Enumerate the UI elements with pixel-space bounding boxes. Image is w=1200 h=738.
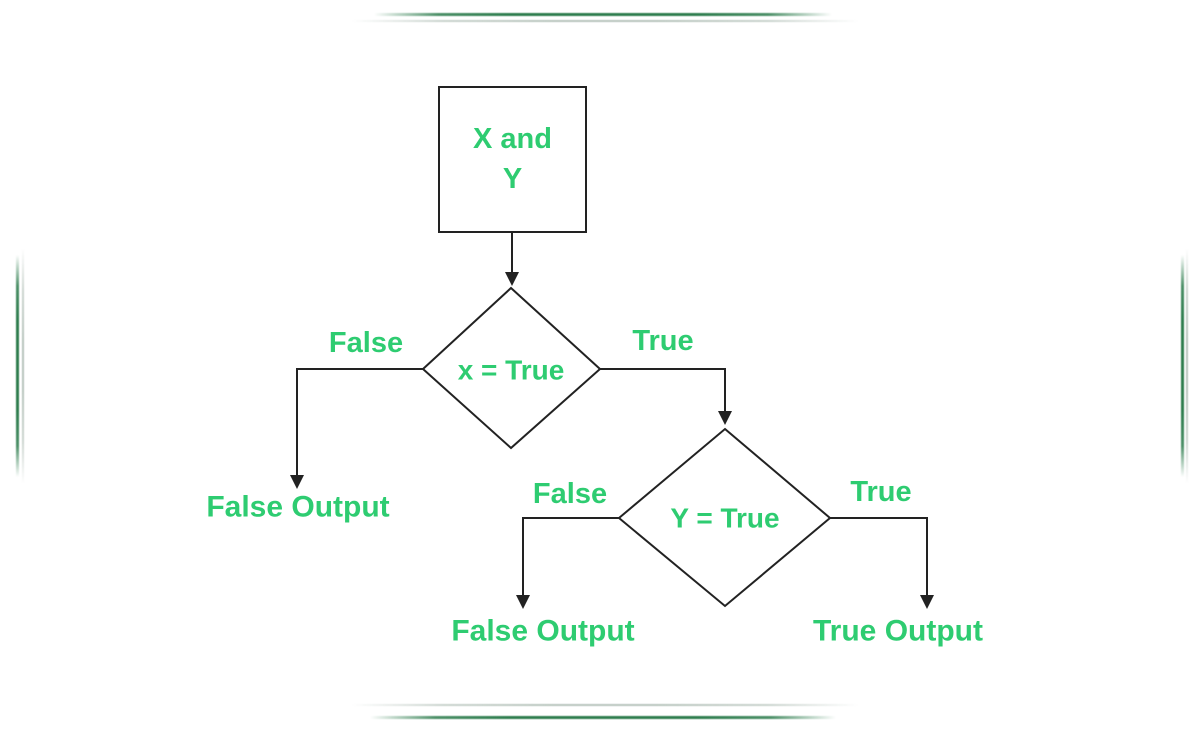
decision2-true-branch-line [830, 517, 928, 595]
decision2-false-branch-label: False [532, 478, 608, 511]
decision2-true-branch-arrow-icon [920, 595, 934, 609]
decision2-true-branch-label: True [850, 476, 912, 509]
decision2-diamond [617, 427, 832, 608]
decision2-label: Y = True [670, 502, 780, 534]
root-node-label-line1: X and [473, 123, 552, 156]
root-node-label-line2: Y [502, 162, 523, 195]
decision2-false-output-label: False Output [451, 614, 635, 648]
decision1-label: x = True [457, 354, 565, 386]
arrow-root-to-decision1-head-icon [505, 272, 519, 286]
root-node-label: X and Y [439, 87, 586, 232]
decision1-false-branch-label: False [328, 327, 404, 360]
decision1-true-branch-arrow-icon [718, 411, 732, 425]
decision1-true-branch-label: True [632, 325, 694, 358]
decision2-false-branch-line [522, 517, 619, 595]
decision2-true-output-label: True Output [813, 614, 983, 648]
decision1-false-output-label: False Output [206, 490, 390, 524]
decision1-false-branch-line [296, 368, 423, 476]
decision2-false-branch-arrow-icon [516, 595, 530, 609]
decision1-true-branch-line [600, 368, 726, 411]
decision1-diamond [421, 286, 602, 450]
decision1-false-branch-arrow-icon [290, 475, 304, 489]
root-process-box [438, 86, 587, 233]
